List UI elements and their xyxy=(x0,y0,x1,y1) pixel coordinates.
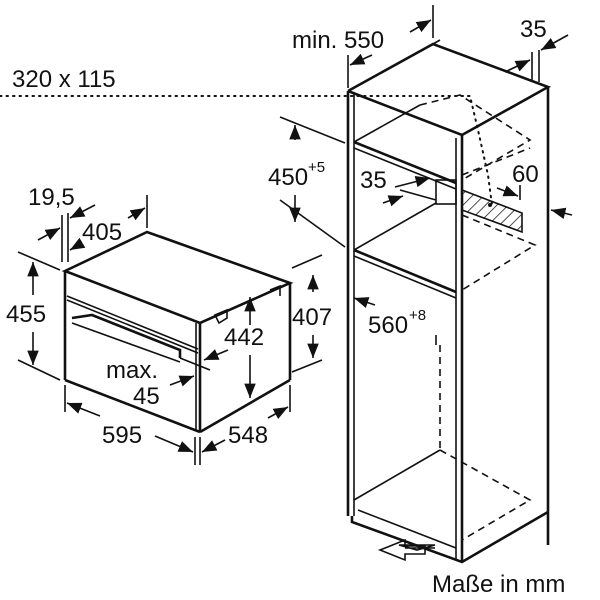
label-front-height: 455 xyxy=(6,301,46,328)
label-body-depth: 548 xyxy=(228,422,268,449)
label-body-height: 442 xyxy=(224,324,264,351)
label-niche-height: 450 xyxy=(268,164,308,191)
label-shelf-gap: 35 xyxy=(360,167,387,194)
oven xyxy=(61,230,294,434)
insert-arrow-icon xyxy=(377,538,436,562)
label-side-panel: 35 xyxy=(520,16,547,43)
label-ventilation: 320 x 115 xyxy=(12,66,116,93)
label-front-width: 595 xyxy=(102,422,142,449)
label-side-height: 407 xyxy=(292,304,332,331)
units-note: Maße in mm xyxy=(432,571,565,598)
cabinet xyxy=(0,39,552,564)
label-cabinet-depth: min. 550 xyxy=(292,27,384,54)
label-max-value: 45 xyxy=(133,383,160,410)
label-niche-width-tol: +8 xyxy=(409,307,426,324)
label-niche-width: 560 xyxy=(368,312,408,339)
label-top-depth: 405 xyxy=(82,219,122,246)
dimension-lines xyxy=(17,5,573,465)
label-front-frame: 19,5 xyxy=(28,184,75,211)
label-rear-gap: 60 xyxy=(512,161,539,188)
label-max: max. xyxy=(106,357,158,384)
label-niche-height-tol: +5 xyxy=(308,159,325,176)
